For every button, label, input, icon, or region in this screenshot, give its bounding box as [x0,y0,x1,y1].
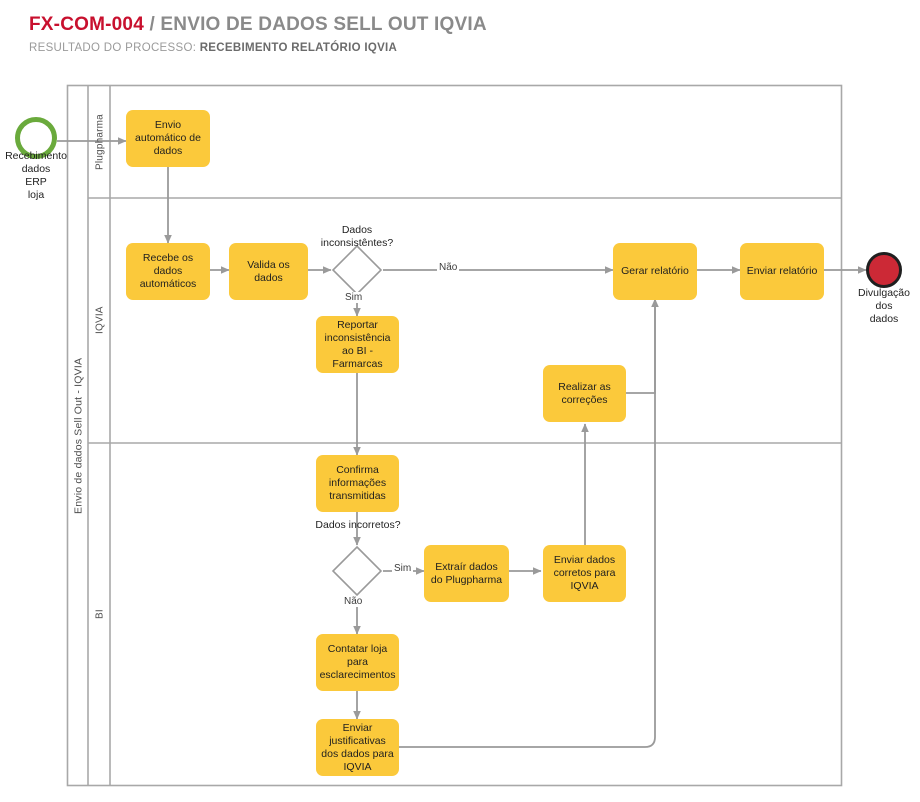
end-event-circle [866,252,902,288]
task-valida-dados[interactable]: Valida os dados [229,243,308,300]
task-realizar-correcoes[interactable]: Realizar as correções [543,365,626,422]
edge-label-gw2-nao: Não [342,596,365,607]
lane-label-plugpharma: Plugpharma [94,114,106,170]
edge-label-gw1-nao: Não [437,262,460,273]
process-code: FX-COM-004 [29,14,144,35]
page-title: FX-COM-004 / ENVIO DE DADOS SELL OUT IQV… [29,14,487,36]
task-extrair-dados[interactable]: Extraír dados do Plugpharma [424,545,509,602]
edge-label-gw2-sim: Sim [392,563,414,574]
process-result-subtitle: RESULTADO DO PROCESSO: RECEBIMENTO RELAT… [29,42,487,54]
gateway-dados-inconsistentes[interactable] [331,244,383,296]
gateway-dados-incorretos[interactable] [331,545,383,597]
gateway-dados-incorretos-caption: Dados incorretos? [315,519,401,531]
task-recebe-dados[interactable]: Recebe os dados automáticos [126,243,210,300]
task-enviar-dados-corretos[interactable]: Enviar dados corretos para IQVIA [543,545,626,602]
diagram-header: FX-COM-004 / ENVIO DE DADOS SELL OUT IQV… [29,14,487,54]
lane-label-iqvia: IQVIA [94,306,106,335]
task-reportar-inconsistencia[interactable]: Reportar inconsistência ao BI - Farmarca… [316,316,399,373]
task-enviar-relatorio[interactable]: Enviar relatório [740,243,824,300]
start-event-label: Recebimento dados ERP loja [5,150,67,201]
edge-label-gw1-sim: Sim [343,292,365,303]
end-event-label: Divulgação dos dados [858,287,910,325]
start-event[interactable] [15,117,57,159]
subtitle-prefix: RESULTADO DO PROCESSO: [29,42,197,54]
subtitle-value: RECEBIMENTO RELATÓRIO IQVIA [199,42,398,54]
title-separator: / [143,14,161,35]
process-name: ENVIO DE DADOS SELL OUT IQVIA [160,14,487,35]
task-contatar-loja[interactable]: Contatar loja para esclarecimentos [316,634,399,691]
task-gerar-relatorio[interactable]: Gerar relatório [613,243,697,300]
task-enviar-justificativas[interactable]: Enviar justificativas dos dados para IQV… [316,719,399,776]
lane-label-bi: BI [94,609,106,620]
task-confirma-informacoes[interactable]: Confirma informações transmitidas [316,455,399,512]
task-envio-automatico[interactable]: Envio automático de dados [126,110,210,167]
start-event-circle [15,117,57,159]
end-event[interactable] [866,252,902,288]
gateway-dados-inconsistentes-caption: Dados inconsistêntes? [320,224,394,249]
